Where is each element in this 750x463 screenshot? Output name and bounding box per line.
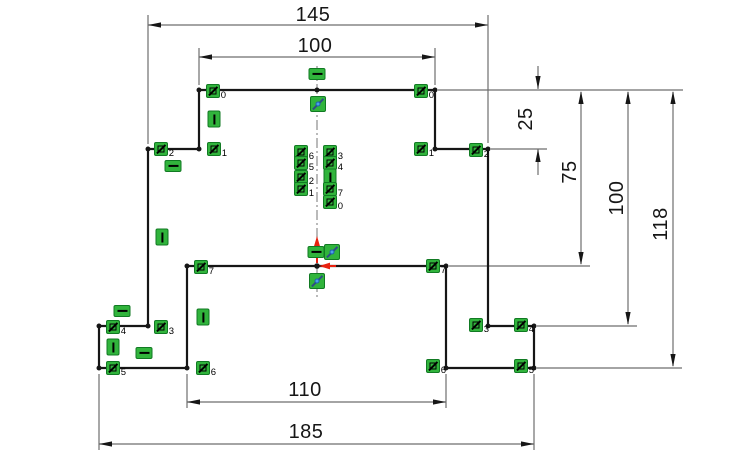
coincident-relation-icon[interactable]: 3 <box>469 318 489 335</box>
midpoint-dot <box>329 249 335 255</box>
coincident-relation-icon[interactable]: 3 <box>323 145 343 162</box>
dimension-label-185[interactable]: 185 <box>288 421 324 443</box>
coincident-relation-icon[interactable]: 4 <box>514 318 534 335</box>
relation-index: 6 <box>440 365 446 376</box>
relation-index: 7 <box>208 266 214 277</box>
midpoint-relation-icon[interactable] <box>310 96 326 112</box>
coincident-relation-icon[interactable]: 7 <box>323 182 343 199</box>
dimension-label-118[interactable]: 118 <box>650 207 672 241</box>
midpoint-dot <box>315 101 321 107</box>
relation-index: 3 <box>168 326 174 337</box>
relation-index: 5 <box>528 365 534 376</box>
vertical-glyph <box>201 312 205 322</box>
coincident-relation-icon[interactable]: 2 <box>469 143 489 160</box>
horizontal-glyph <box>139 351 149 355</box>
relation-index: 5 <box>308 162 314 173</box>
relation-index: 2 <box>483 149 489 160</box>
dimension-label-100[interactable]: 100 <box>606 180 628 216</box>
vertical-relation-icon[interactable] <box>106 338 120 356</box>
coincident-relation-icon[interactable]: 1 <box>294 182 314 199</box>
vertical-relation-icon[interactable] <box>207 110 221 128</box>
coincident-relation-icon[interactable]: 0 <box>206 84 226 101</box>
horizontal-relation-icon[interactable] <box>308 68 326 80</box>
dimension-label-145[interactable]: 145 <box>295 4 331 26</box>
vertical-glyph <box>160 232 164 242</box>
midpoint-relation-icon[interactable] <box>309 273 325 289</box>
vertical-relation-icon[interactable] <box>155 228 169 246</box>
coincident-relation-icon[interactable]: 5 <box>514 359 534 376</box>
relation-index: 7 <box>440 265 446 276</box>
relation-index: 4 <box>120 326 126 337</box>
relation-index: 0 <box>337 201 343 212</box>
extension-lines <box>98 15 683 450</box>
horizontal-glyph <box>311 250 321 254</box>
relation-index: 2 <box>168 148 174 159</box>
horizontal-relation-icon[interactable] <box>113 305 131 317</box>
relation-index: 0 <box>220 90 226 101</box>
relation-index: 0 <box>428 90 434 101</box>
coincident-relation-icon[interactable]: 5 <box>294 156 314 173</box>
relation-index: 6 <box>210 367 216 378</box>
dimension-label-100[interactable]: 100 <box>297 35 333 57</box>
horizontal-relation-icon[interactable] <box>164 160 182 172</box>
vertical-glyph <box>328 172 332 182</box>
coincident-relation-icon[interactable]: 1 <box>414 142 434 159</box>
relation-index: 4 <box>337 162 343 173</box>
horizontal-glyph <box>117 309 127 313</box>
coincident-relation-icon[interactable]: 7 <box>426 259 446 276</box>
coincident-relation-icon[interactable]: 7 <box>194 260 214 277</box>
relation-index: 1 <box>221 148 227 159</box>
dimension-label-75[interactable]: 75 <box>559 160 581 184</box>
coincident-relation-icon[interactable]: 0 <box>323 195 343 212</box>
midpoint-relation-icon[interactable] <box>324 244 340 260</box>
relation-index: 2 <box>308 176 314 187</box>
horizontal-glyph <box>312 72 322 76</box>
midpoint-dot <box>314 278 320 284</box>
coincident-relation-icon[interactable]: 0 <box>414 84 434 101</box>
relation-index: 1 <box>308 188 314 199</box>
relation-index: 7 <box>337 188 343 199</box>
horizontal-glyph <box>168 164 178 168</box>
vertical-glyph <box>212 114 216 124</box>
coincident-relation-icon[interactable]: 3 <box>154 320 174 337</box>
coincident-relation-icon[interactable]: 4 <box>106 320 126 337</box>
relation-index: 3 <box>483 324 489 335</box>
horizontal-relation-icon[interactable] <box>307 246 325 258</box>
relation-index: 5 <box>120 367 126 378</box>
dimension-arrowheads <box>99 22 676 447</box>
vertical-glyph <box>111 342 115 352</box>
vertical-relation-icon[interactable] <box>196 308 210 326</box>
coincident-relation-icon[interactable]: 5 <box>106 361 126 378</box>
relation-index: 4 <box>528 324 534 335</box>
relation-index: 6 <box>308 151 314 162</box>
coincident-relation-icon[interactable]: 6 <box>294 145 314 162</box>
coincident-relation-icon[interactable]: 6 <box>196 361 216 378</box>
coincident-relation-icon[interactable]: 2 <box>154 142 174 159</box>
relation-index: 1 <box>428 148 434 159</box>
coincident-relation-icon[interactable]: 6 <box>426 359 446 376</box>
horizontal-relation-icon[interactable] <box>135 347 153 359</box>
dimension-label-110[interactable]: 110 <box>288 379 322 401</box>
coincident-relation-icon[interactable]: 1 <box>207 142 227 159</box>
dimension-label-25[interactable]: 25 <box>515 107 537 131</box>
sketch-vertices[interactable] <box>96 87 537 371</box>
relation-index: 3 <box>337 151 343 162</box>
